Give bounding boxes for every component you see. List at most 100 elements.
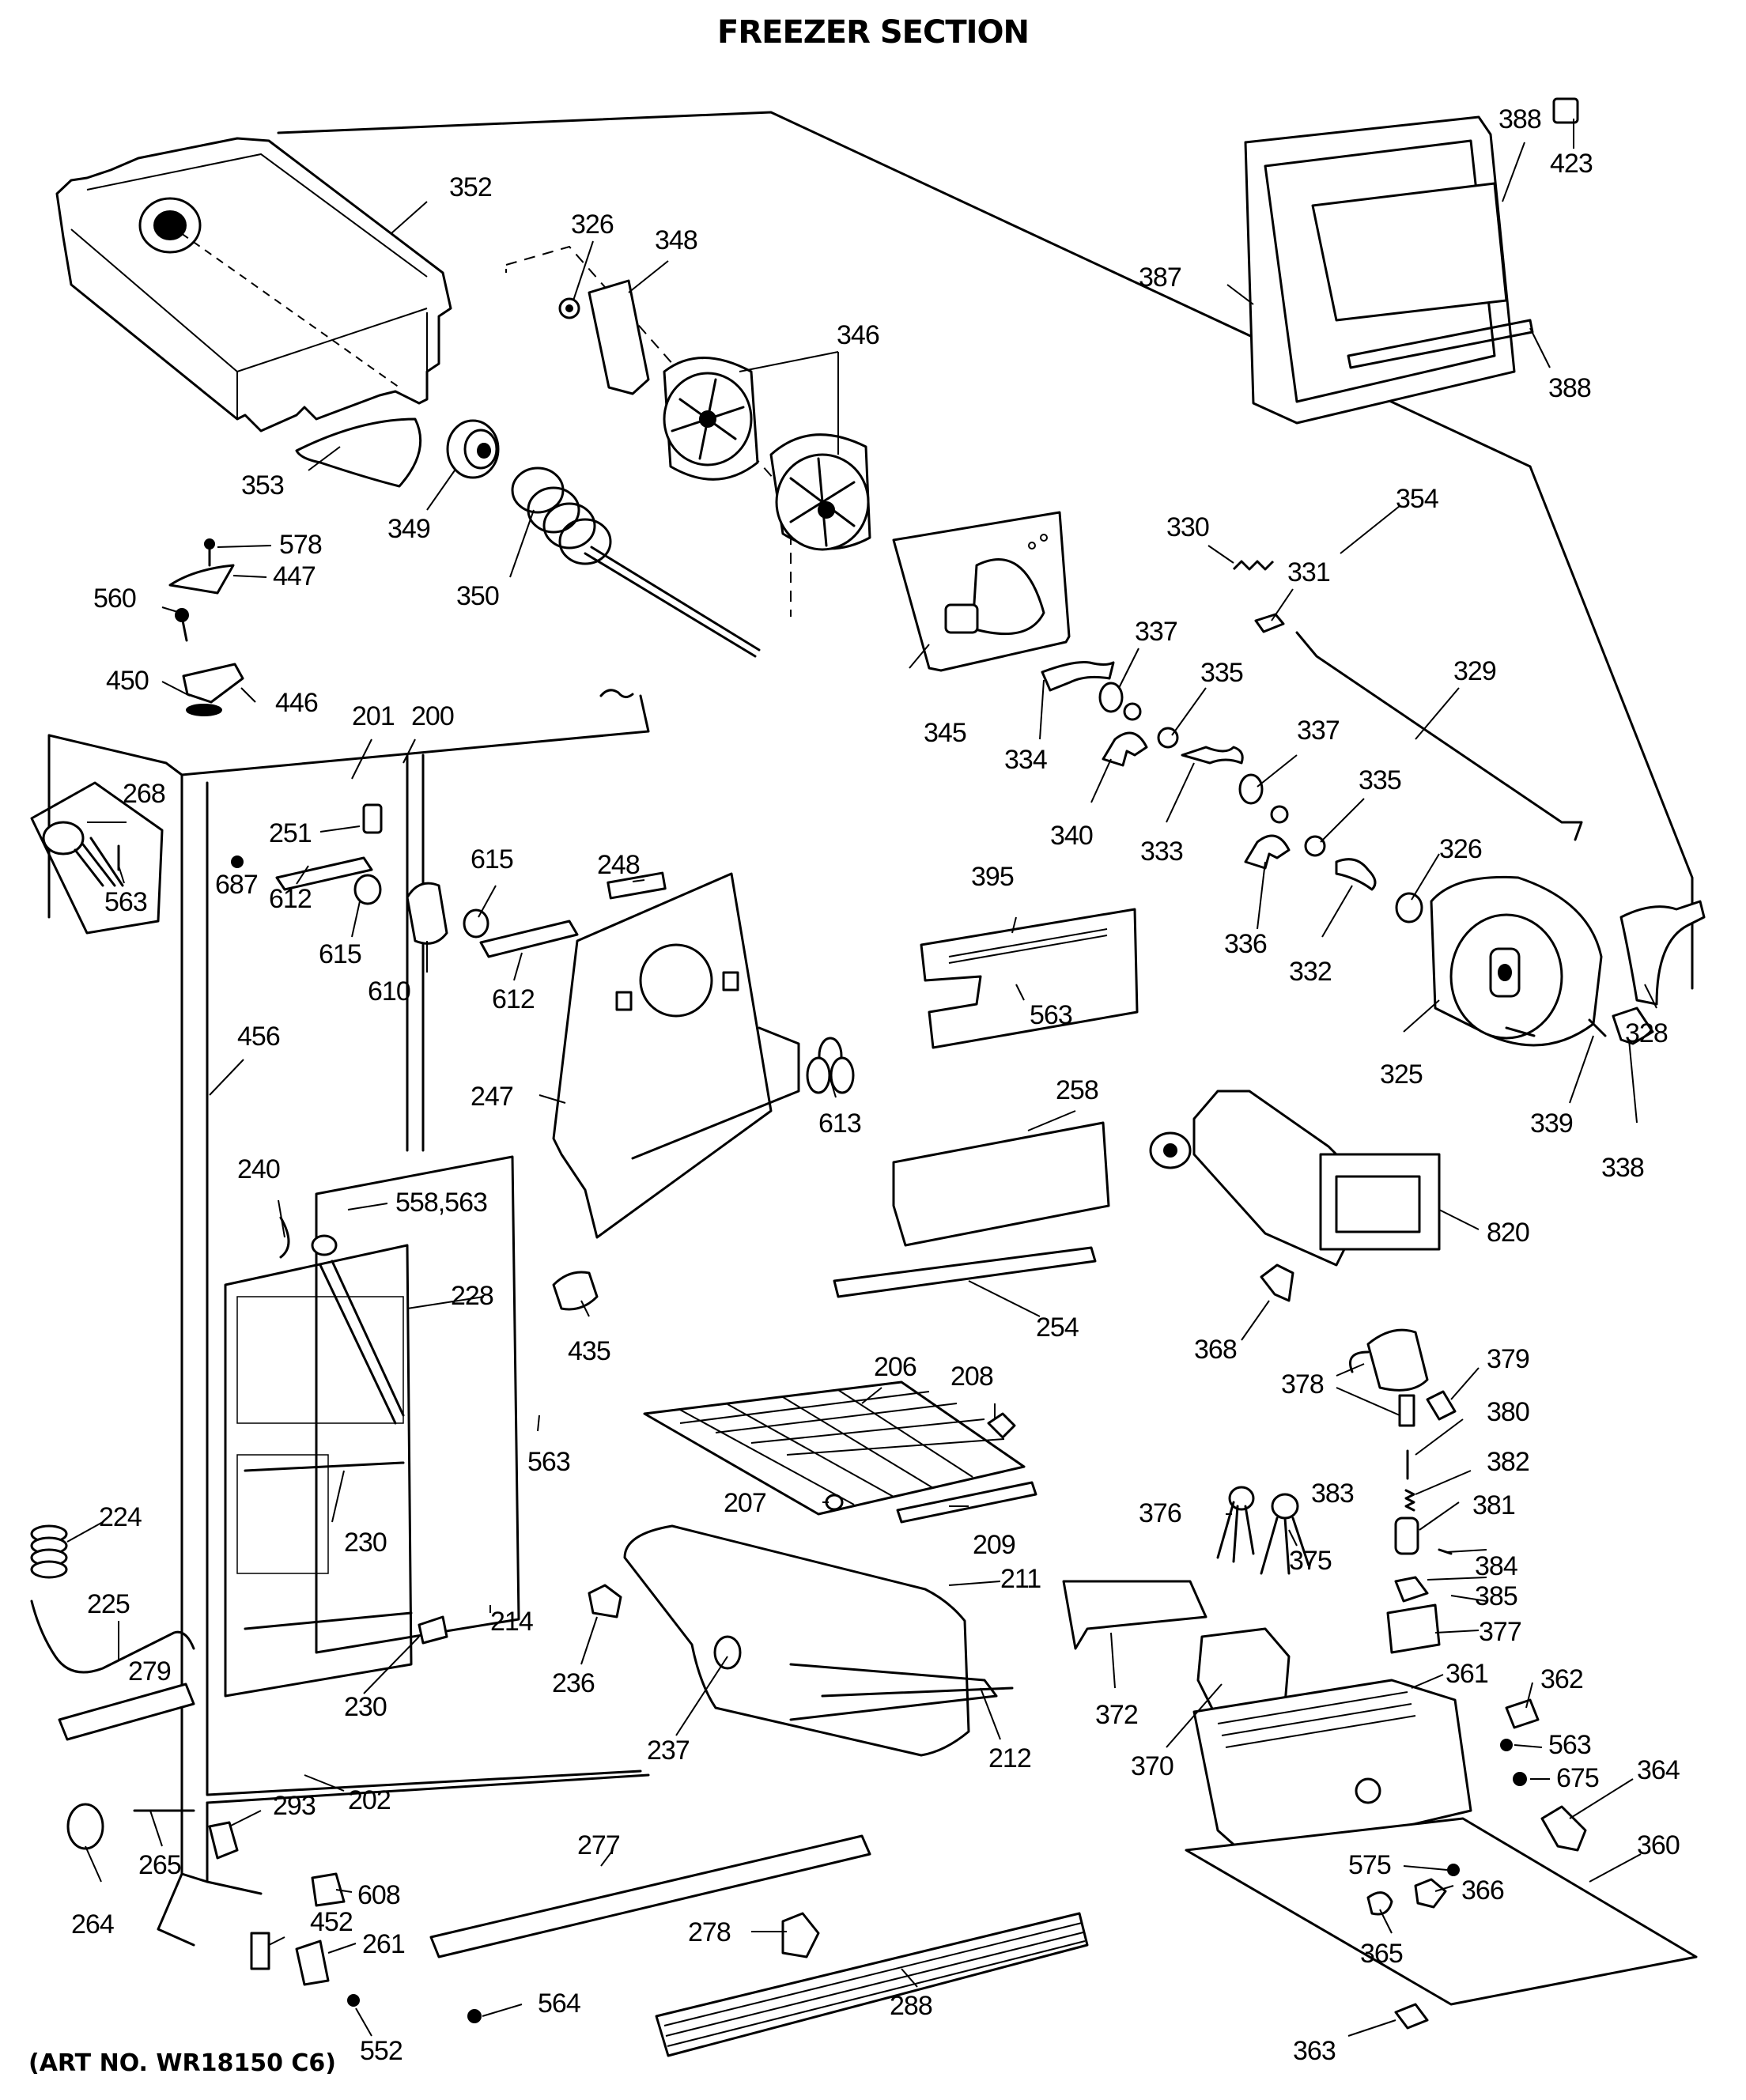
washer-335a-small	[1123, 702, 1142, 721]
callout-360: 360	[1637, 1830, 1680, 1860]
callout-264: 264	[71, 1909, 114, 1939]
callout-337-top: 337	[1135, 617, 1177, 647]
callout-254: 254	[1036, 1312, 1079, 1343]
cover-372	[1062, 1580, 1207, 1650]
callout-228: 228	[451, 1281, 493, 1311]
callout-251: 251	[269, 818, 312, 848]
auger-350	[511, 466, 761, 658]
spring-330	[1232, 560, 1275, 571]
callout-612-right: 612	[492, 984, 535, 1014]
callout-352: 352	[449, 172, 492, 202]
callout-211: 211	[1000, 1564, 1041, 1594]
arm-332	[1335, 858, 1377, 891]
callout-340: 340	[1050, 821, 1093, 851]
screw-675	[1513, 1772, 1527, 1786]
freezer-liner-outline	[47, 111, 1694, 1947]
bar-277	[429, 1834, 871, 1958]
dispenser-housing-361	[1192, 1679, 1472, 1864]
leader-lines	[66, 119, 1657, 2037]
ice-bucket-352	[55, 137, 452, 432]
bracket-379b	[1426, 1390, 1457, 1421]
callout-450: 450	[106, 666, 149, 696]
ice-chute-258	[892, 1121, 1110, 1247]
bracket-293	[208, 1821, 239, 1860]
harness-376	[1216, 1486, 1255, 1563]
bracket-230b	[418, 1615, 448, 1645]
callout-230-top: 230	[344, 1528, 387, 1558]
callout-615-right: 615	[471, 844, 513, 874]
callout-388-bottom: 388	[1548, 373, 1591, 403]
callout-202: 202	[348, 1785, 391, 1815]
screw-563d	[1500, 1739, 1513, 1751]
callout-338: 338	[1601, 1153, 1644, 1183]
callout-248: 248	[597, 850, 640, 880]
callout-328: 328	[1625, 1018, 1668, 1048]
screw-552	[347, 1994, 360, 2007]
arm-334	[1041, 661, 1115, 692]
callout-346: 346	[837, 320, 879, 350]
callout-337-bottom: 337	[1297, 716, 1340, 746]
cover-panel-395	[920, 908, 1139, 1049]
callout-362: 362	[1540, 1664, 1583, 1694]
callout-456: 456	[237, 1022, 280, 1052]
part-384	[1394, 1576, 1429, 1603]
callout-265: 265	[138, 1850, 181, 1880]
callout-labels: 352 326 348 346 353 349 350 578 447 560 …	[71, 104, 1680, 2066]
callout-208: 208	[950, 1362, 993, 1392]
callout-376: 376	[1139, 1498, 1181, 1528]
callout-372: 372	[1095, 1700, 1138, 1730]
callout-201: 201	[352, 701, 395, 731]
rod-329	[1295, 631, 1583, 841]
screw-564	[467, 2009, 482, 2023]
callout-353: 353	[241, 470, 284, 500]
callout-261: 261	[362, 1929, 405, 1959]
callout-209: 209	[973, 1530, 1015, 1560]
drain-tube-225	[30, 1600, 195, 1674]
callout-331: 331	[1287, 557, 1330, 587]
callout-378: 378	[1281, 1369, 1324, 1399]
strip-254	[833, 1246, 1097, 1298]
air-duct-247	[552, 871, 800, 1239]
auger-bearing-349	[446, 419, 500, 479]
callout-334: 334	[1004, 745, 1047, 775]
callout-236: 236	[552, 1668, 595, 1698]
clip-278	[781, 1912, 820, 1958]
bracket-328	[1619, 900, 1706, 1006]
harness-375	[1260, 1493, 1310, 1575]
diagram-title: FREEZER SECTION	[717, 14, 1030, 51]
callout-383: 383	[1311, 1479, 1354, 1509]
trim-209	[896, 1481, 1037, 1524]
callout-379: 379	[1487, 1344, 1529, 1374]
art-number: (ART NO. WR18150 C6)	[28, 2049, 336, 2077]
callout-335-top: 335	[1200, 658, 1243, 688]
screw-687	[231, 855, 244, 868]
cam-365	[1366, 1891, 1393, 1916]
callout-240: 240	[237, 1154, 280, 1184]
spring-337a	[1098, 682, 1124, 713]
callout-368: 368	[1194, 1335, 1237, 1365]
callout-563-left: 563	[104, 887, 147, 917]
callout-207: 207	[724, 1488, 766, 1518]
callout-350: 350	[456, 581, 499, 611]
callout-364: 364	[1637, 1755, 1680, 1785]
callout-206: 206	[874, 1352, 916, 1382]
crusher-housing-346	[663, 357, 871, 551]
grille-288	[655, 1912, 1089, 2057]
callout-385: 385	[1475, 1581, 1517, 1611]
callout-558-563: 558,563	[395, 1188, 487, 1218]
bushing-383	[1394, 1516, 1419, 1555]
washer-326	[558, 297, 580, 319]
washer-335b	[1304, 835, 1326, 857]
callout-258: 258	[1056, 1075, 1098, 1105]
callout-423: 423	[1550, 149, 1593, 179]
callout-380: 380	[1487, 1397, 1529, 1427]
callout-330: 330	[1166, 512, 1209, 542]
callout-452: 452	[310, 1907, 353, 1937]
part-338	[1612, 1007, 1654, 1045]
screw-575	[1447, 1864, 1460, 1876]
clip-435	[552, 1271, 599, 1311]
grommet-264	[66, 1803, 104, 1850]
callout-268: 268	[123, 779, 165, 809]
clip-236	[588, 1584, 622, 1618]
callout-370: 370	[1131, 1751, 1173, 1781]
